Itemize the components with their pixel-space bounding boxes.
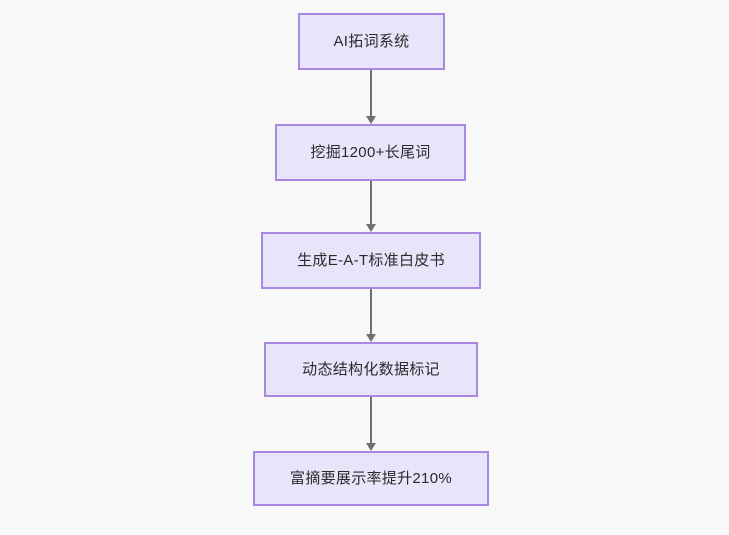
flow-node-generate-eat-whitepaper[interactable]: 生成E-A-T标准白皮书 [261,232,481,289]
flow-node-label: 生成E-A-T标准白皮书 [297,251,445,269]
flow-node-label: 挖掘1200+长尾词 [310,143,431,161]
edge-line [370,289,372,334]
edge-line [370,70,372,116]
arrow-down-icon [366,224,376,232]
flow-node-label: 动态结构化数据标记 [302,360,440,378]
flow-node-label: AI拓词系统 [333,32,410,50]
arrow-down-icon [366,334,376,342]
flow-node-rich-snippet-impression-uplift[interactable]: 富摘要展示率提升210% [253,451,489,506]
edge-line [370,181,372,224]
arrow-down-icon [366,116,376,124]
flow-node-ai-keyword-system[interactable]: AI拓词系统 [298,13,445,70]
flow-node-label: 富摘要展示率提升210% [290,469,452,487]
flow-node-mine-longtail-keywords[interactable]: 挖掘1200+长尾词 [275,124,466,181]
arrow-down-icon [366,443,376,451]
edge-line [370,397,372,443]
flow-node-dynamic-structured-data-markup[interactable]: 动态结构化数据标记 [264,342,478,397]
